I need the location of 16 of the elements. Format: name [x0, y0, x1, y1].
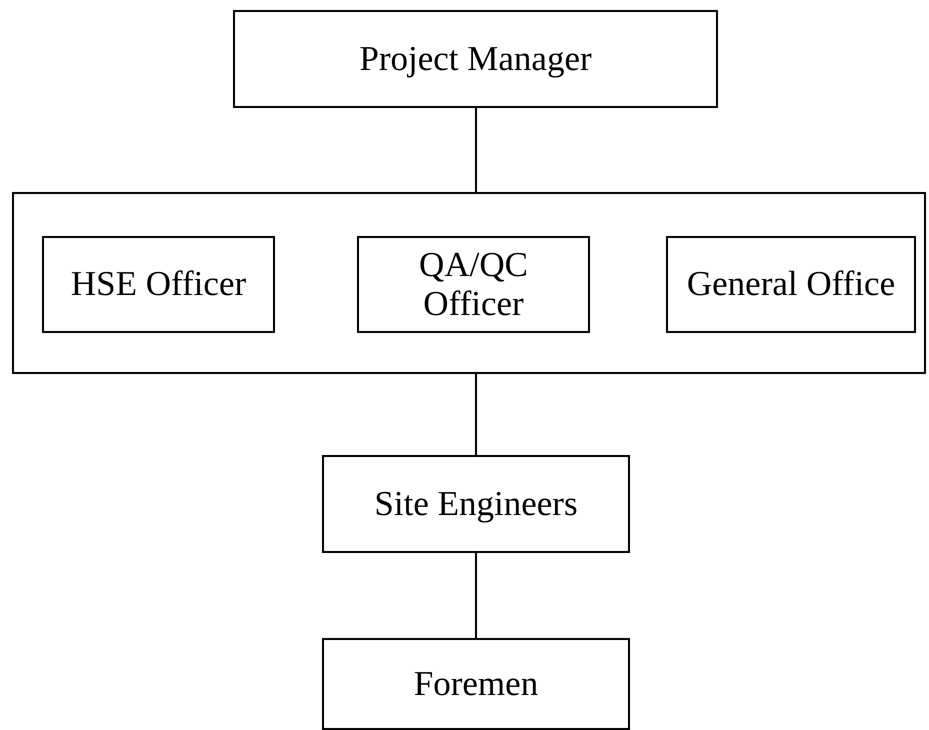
connector-line — [475, 108, 477, 192]
group-band — [12, 192, 926, 374]
role-title: Foremen — [412, 664, 540, 704]
role-title: HSE Officer — [70, 265, 248, 304]
role-title: General Office — [686, 265, 896, 304]
connector-line — [475, 374, 477, 455]
role-box — [357, 236, 590, 333]
role-box — [322, 638, 630, 730]
connector-line — [475, 553, 477, 638]
role-title: Project Manager — [358, 40, 593, 78]
role-box — [322, 455, 630, 553]
role-title: QA/QC Officer — [418, 246, 529, 323]
role-box — [42, 236, 275, 333]
role-title: Site Engineers — [373, 484, 579, 524]
role-box — [233, 10, 718, 108]
role-box — [666, 236, 916, 333]
